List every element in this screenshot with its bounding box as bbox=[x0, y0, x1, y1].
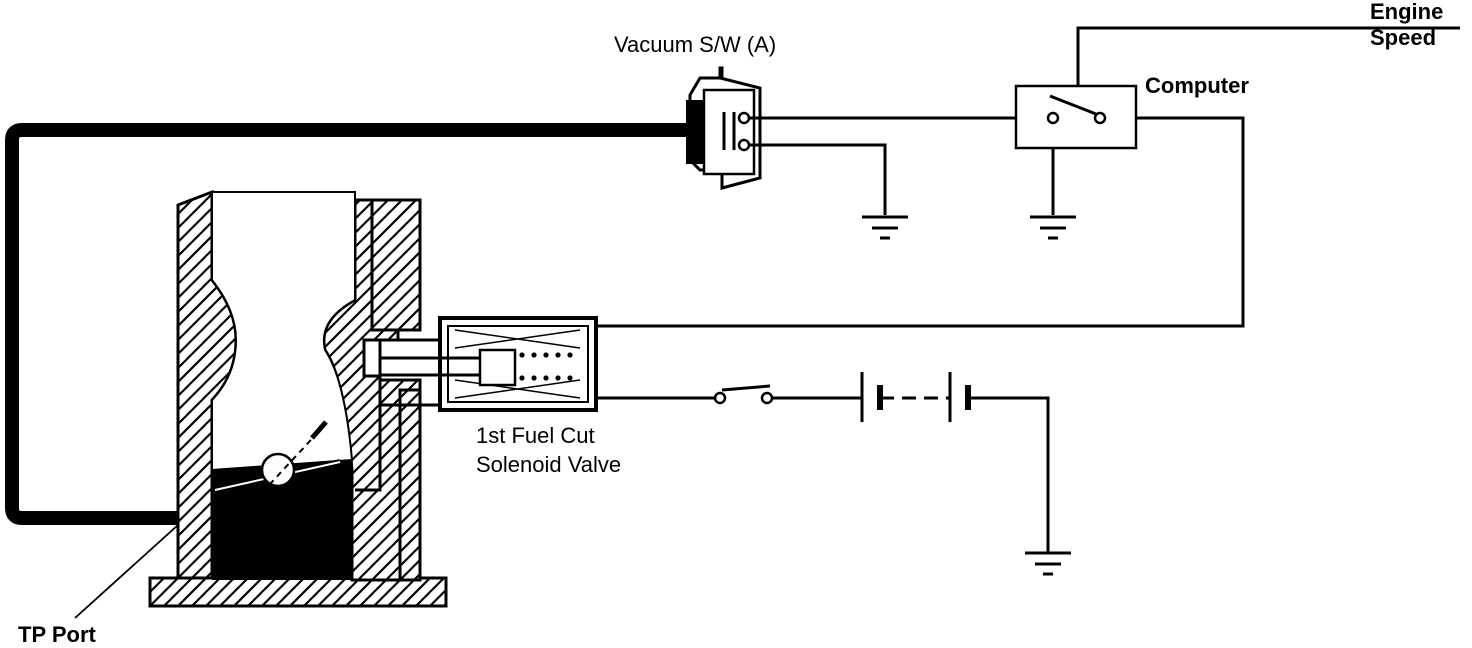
tp-port-label: TP Port bbox=[18, 622, 96, 647]
vacuum-hose bbox=[5, 123, 690, 525]
battery-symbol bbox=[860, 372, 971, 422]
throttle-valve bbox=[214, 420, 341, 526]
ground-symbol bbox=[1025, 551, 1071, 576]
tp-port-leader-line bbox=[74, 524, 179, 619]
vacuum-switch bbox=[686, 66, 762, 190]
ground-symbol bbox=[1030, 215, 1076, 240]
ignition-switch bbox=[713, 384, 774, 405]
engine-label: Engine bbox=[1370, 0, 1444, 24]
ground-symbol bbox=[862, 215, 908, 240]
wiring bbox=[596, 26, 1460, 552]
vacuum-switch-label: Vacuum S/W (A) bbox=[614, 32, 777, 57]
fuel-cut-solenoid-valve bbox=[380, 316, 598, 412]
solenoid-valve-label-line2: Solenoid Valve bbox=[476, 452, 622, 477]
solenoid-valve-label-line1: 1st Fuel Cut bbox=[476, 423, 595, 448]
speed-label: Speed bbox=[1370, 25, 1437, 50]
carburetor-body bbox=[148, 189, 448, 608]
computer-module bbox=[1014, 84, 1138, 150]
computer-label: Computer bbox=[1145, 73, 1249, 98]
